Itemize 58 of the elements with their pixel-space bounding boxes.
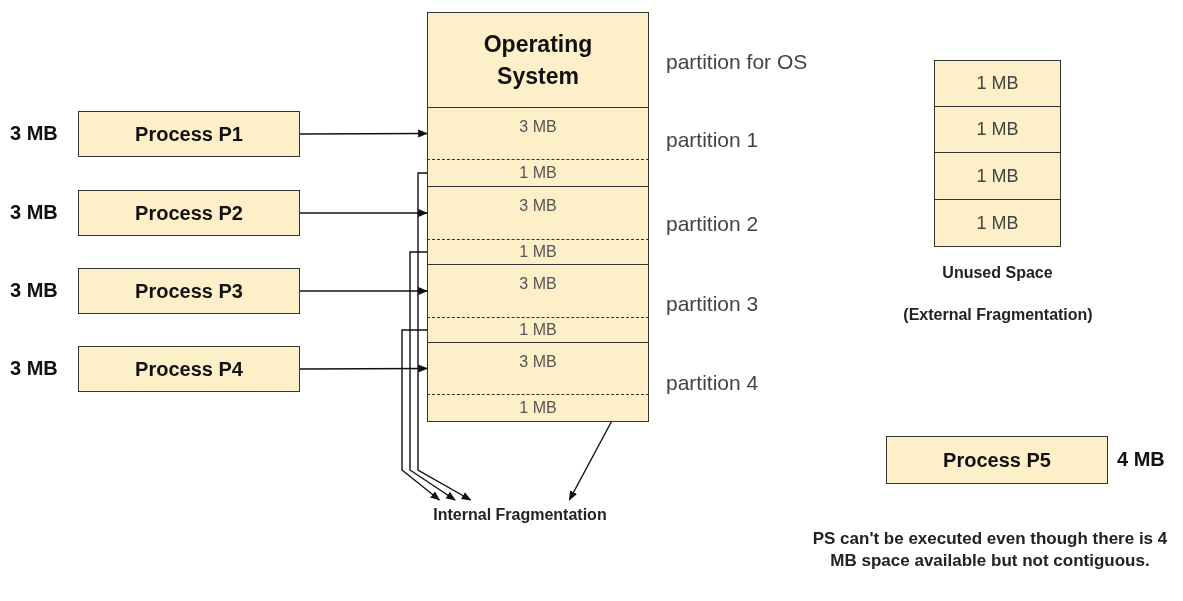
process-box (78, 346, 300, 392)
arrow (409, 251, 456, 501)
memory-block (934, 199, 1061, 247)
process-box (78, 190, 300, 236)
process-name: Process P4 (135, 357, 243, 381)
size-text: 3 MB (519, 275, 557, 293)
size-label: 3 MB (10, 122, 58, 145)
size-label: 3 MB (10, 279, 58, 302)
memory-block (934, 152, 1061, 200)
partition-block (427, 186, 649, 240)
size-text: 1 MB (976, 165, 1019, 187)
partition-label: partition 1 (666, 128, 759, 152)
size-text: 3 MB (519, 353, 557, 371)
caption-text: Internal Fragmentation (433, 506, 607, 524)
size-text: 1 MB (976, 73, 1019, 94)
size-text: 1 MB (976, 119, 1019, 140)
process-name: Process P5 (943, 448, 1051, 472)
process-name: Process P3 (135, 279, 243, 303)
external-fragmentation-label: (External Fragmentation) (902, 305, 1094, 325)
process-name: Process P2 (135, 201, 243, 225)
partition-label: partition 3 (666, 292, 759, 316)
process-box (78, 268, 300, 314)
partition-block (427, 342, 649, 395)
note-text: PS can't be executed even though there is 4 MB space available but not contiguous. (811, 528, 1169, 572)
arrow (299, 364, 428, 373)
process-name: Process P1 (135, 122, 243, 146)
block-title: Operating System (482, 30, 594, 91)
memory-block (427, 12, 649, 108)
size-text: 1 MB (519, 243, 557, 261)
unused-space-label: Unused Space (941, 263, 1054, 283)
size-label: 3 MB (10, 201, 58, 224)
arrow (417, 172, 472, 501)
size-text: 1 MB (976, 212, 1019, 234)
partition-label: partition 2 (666, 212, 759, 236)
size-label: 3 MB (10, 357, 58, 380)
partition-block (427, 264, 649, 318)
arrow (299, 129, 428, 138)
size-text: 1 MB (519, 399, 557, 417)
partition-label: partition 4 (666, 371, 759, 395)
size-text: 3 MB (519, 197, 557, 215)
process-box (78, 111, 300, 157)
size-label: 4 MB (1117, 448, 1165, 471)
size-text: 1 MB (519, 321, 557, 339)
arrow (299, 287, 428, 295)
partition-remainder (427, 159, 649, 187)
arrow (401, 329, 441, 501)
partition-remainder (427, 394, 649, 422)
arrow (299, 209, 428, 217)
memory-block (934, 106, 1061, 153)
partition-block (427, 107, 649, 160)
partition-remainder (427, 317, 649, 343)
partition-remainder (427, 239, 649, 265)
process-box (886, 436, 1108, 484)
size-text: 3 MB (519, 118, 557, 136)
partition-label: partition for OS (666, 50, 808, 74)
arrow (568, 421, 612, 501)
memory-block (934, 60, 1061, 107)
size-text: 1 MB (519, 164, 557, 182)
